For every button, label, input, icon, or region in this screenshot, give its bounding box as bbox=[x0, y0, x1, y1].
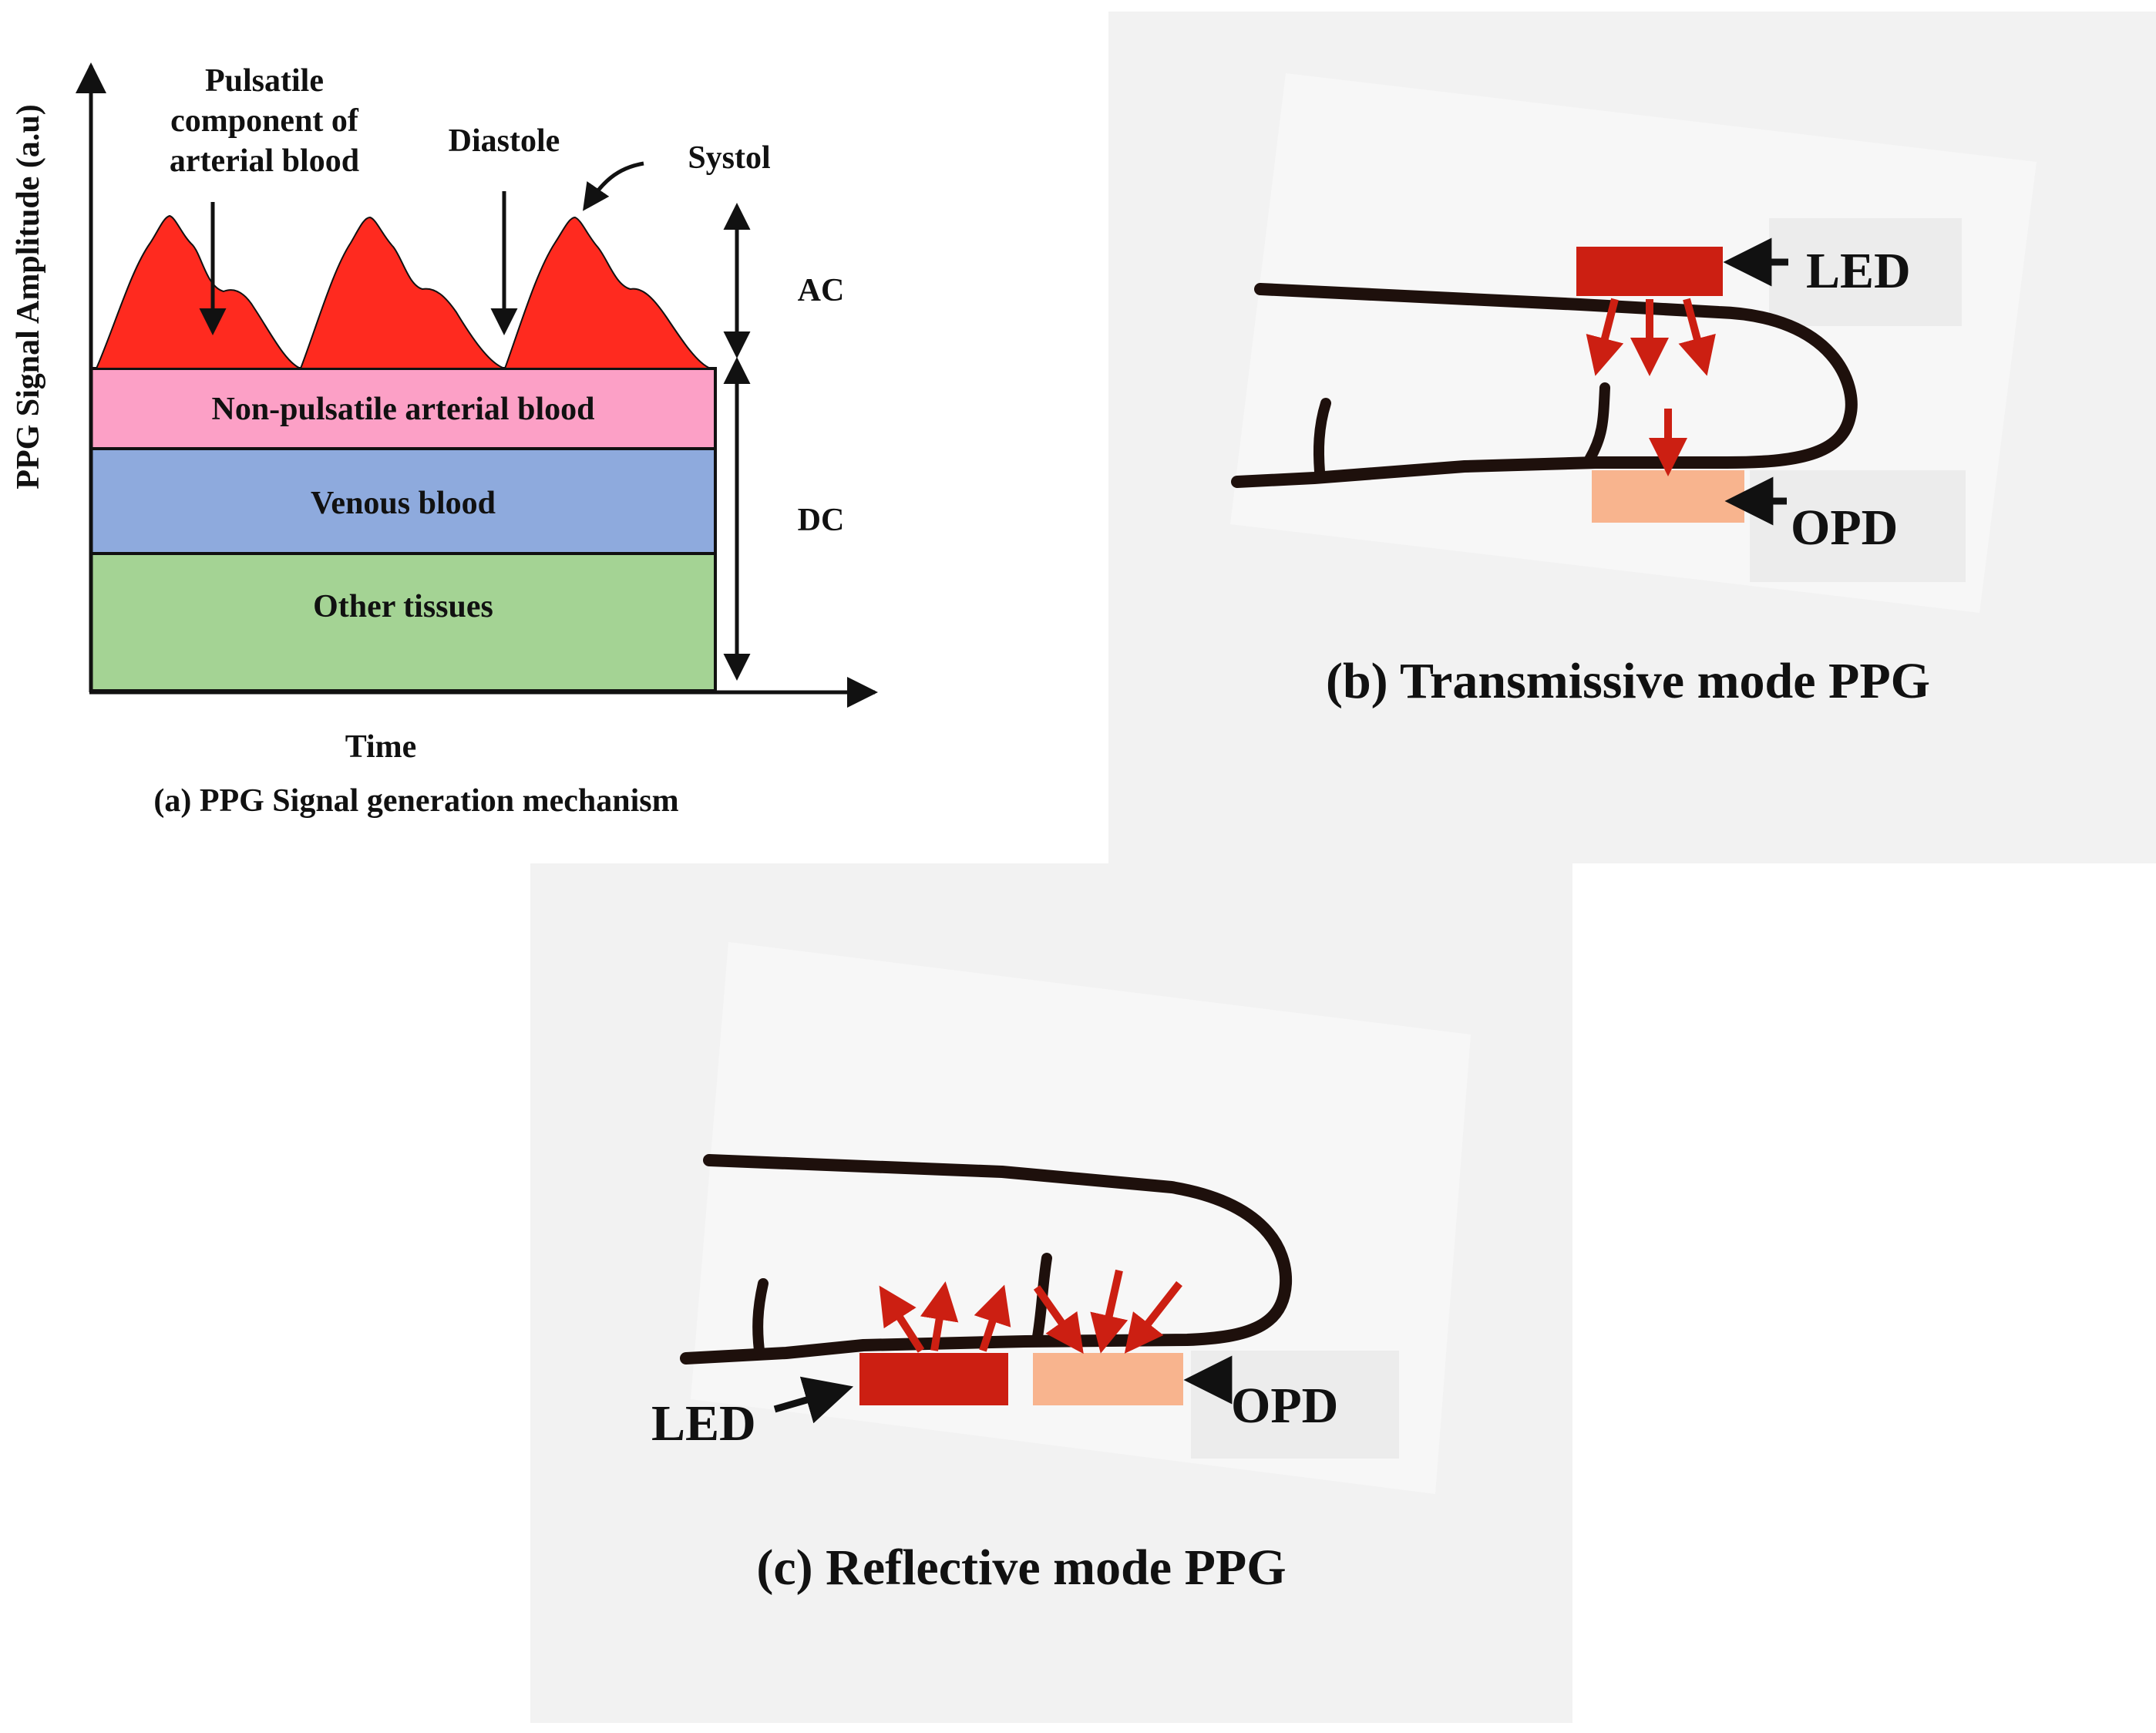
received-ray-2 bbox=[1090, 1269, 1128, 1354]
received-ray-1 bbox=[1033, 1285, 1084, 1354]
received-ray-3 bbox=[1124, 1280, 1182, 1354]
finger-crease-right bbox=[1584, 382, 1610, 465]
y-axis-label: PPG Signal Amplitude (a.u) bbox=[11, 104, 46, 489]
opd-label: OPD bbox=[1791, 500, 1898, 556]
led-label: LED bbox=[1806, 243, 1911, 299]
diastole-label: Diastole bbox=[449, 123, 560, 159]
light-ray-3 bbox=[1678, 298, 1716, 376]
non-pulsatile-label: Non-pulsatile arterial blood bbox=[211, 392, 594, 427]
led-emitter bbox=[859, 1353, 1008, 1405]
panel-a-signal-mechanism: PPG Signal Amplitude (a.u) Time (a) PPG … bbox=[11, 62, 878, 819]
led-label-box bbox=[1769, 218, 1962, 326]
pulsatile-label-line2: component of bbox=[170, 103, 359, 139]
light-ray-1 bbox=[1586, 298, 1624, 376]
opd-label-box bbox=[1750, 470, 1966, 582]
pulsatile-label-line3: arterial blood bbox=[170, 143, 359, 179]
systole-pointer-arrow bbox=[583, 161, 644, 211]
finger-outline bbox=[1231, 283, 1858, 488]
panel-c-reflective: LED OPD (c) Reflective mode PPG bbox=[530, 863, 1572, 1723]
systole-label: Systol bbox=[688, 140, 770, 176]
other-tissues-label: Other tissues bbox=[313, 589, 493, 624]
panel-b-caption: (b) Transmissive mode PPG bbox=[1326, 653, 1930, 709]
emitted-ray-2 bbox=[920, 1281, 959, 1351]
opd-detector bbox=[1592, 470, 1744, 523]
finger-crease-left bbox=[1313, 398, 1331, 477]
led-emitter bbox=[1576, 247, 1723, 296]
panel-c-caption: (c) Reflective mode PPG bbox=[756, 1540, 1286, 1596]
finger-outline bbox=[680, 1154, 1293, 1365]
panel-b-transmissive: LED OPD (b) Transmissive mode PPG bbox=[1108, 12, 2156, 863]
emitted-ray-3 bbox=[974, 1284, 1011, 1352]
panel-a-caption: (a) PPG Signal generation mechanism bbox=[153, 783, 678, 819]
venous-blood-label: Venous blood bbox=[311, 486, 496, 521]
led-label: LED bbox=[651, 1395, 756, 1452]
finger-crease-left bbox=[752, 1278, 769, 1356]
led-pointer-arrow bbox=[773, 1376, 854, 1424]
pulsatile-waveform bbox=[95, 214, 711, 370]
x-axis-label: Time bbox=[345, 729, 417, 765]
dc-label: DC bbox=[798, 503, 845, 538]
pulsatile-label-line1: Pulsatile bbox=[205, 63, 324, 99]
other-tissues-layer bbox=[89, 552, 717, 692]
ac-label: AC bbox=[798, 273, 845, 308]
opd-detector bbox=[1033, 1353, 1183, 1405]
venous-blood-layer bbox=[89, 447, 717, 555]
opd-label: OPD bbox=[1231, 1378, 1338, 1434]
emitted-ray-1 bbox=[879, 1285, 925, 1353]
